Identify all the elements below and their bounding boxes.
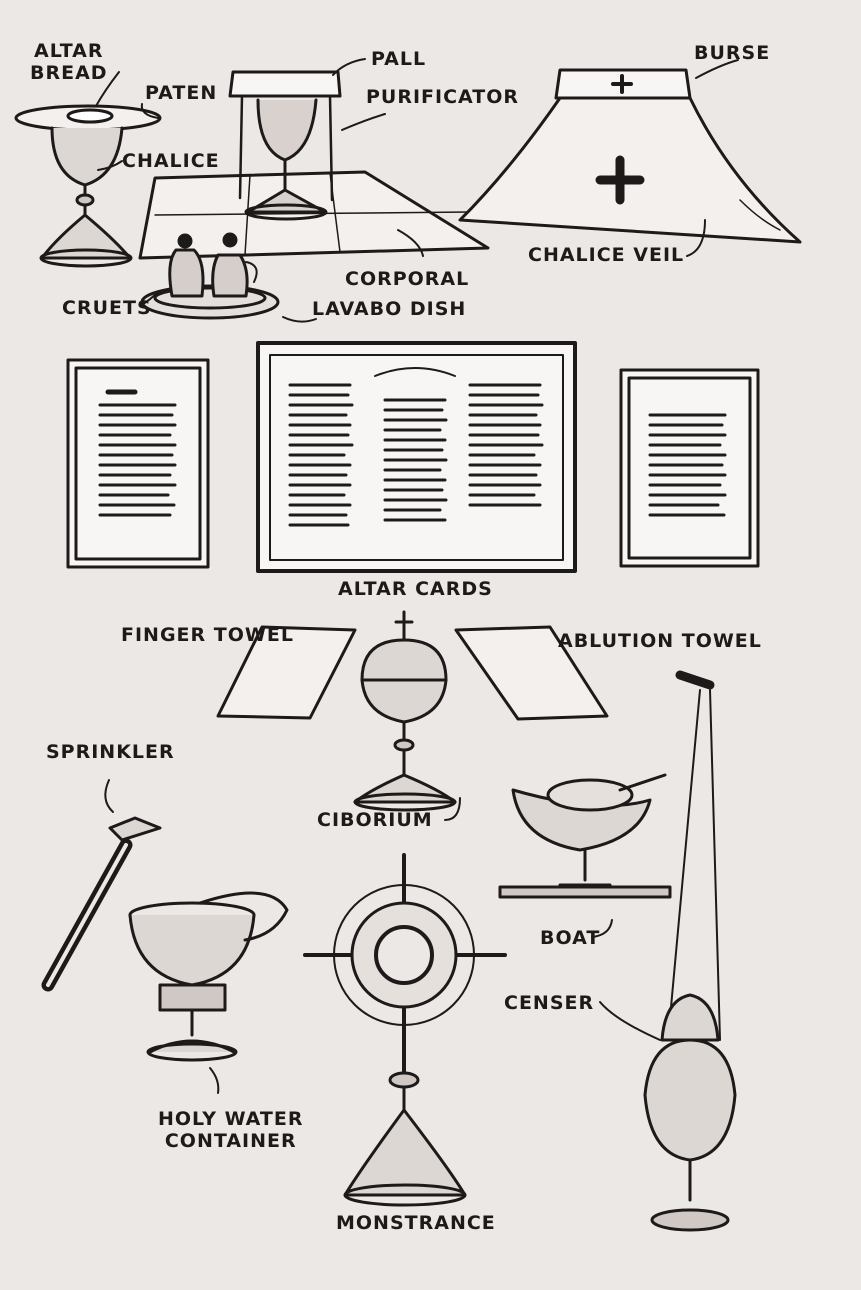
altar-card-center — [256, 341, 577, 573]
monstrance — [303, 853, 507, 1207]
label-altar-bread: ALTAR BREAD — [30, 40, 108, 84]
ablution-towel — [454, 625, 609, 721]
label-chalice: CHALICE — [122, 150, 220, 172]
label-pall: PALL — [371, 48, 427, 70]
label-holy-water-container: HOLY WATER CONTAINER — [158, 1108, 304, 1152]
label-chalice-veil: CHALICE VEIL — [528, 244, 685, 266]
cruets-on-lavabo-dish — [140, 232, 280, 320]
label-boat: BOAT — [540, 927, 601, 949]
label-burse: BURSE — [694, 42, 771, 64]
label-censer: CENSER — [504, 992, 595, 1014]
incense-boat — [498, 773, 672, 899]
label-altar-cards: ALTAR CARDS — [338, 578, 493, 600]
label-monstrance: MONSTRANCE — [336, 1212, 496, 1234]
holy-water-container — [128, 891, 289, 1062]
label-leader-lines — [95, 58, 739, 1094]
chalice-with-paten — [14, 104, 162, 268]
label-cruets: CRUETS — [62, 297, 152, 319]
sprinkler — [41, 816, 162, 992]
altar-card-right — [619, 368, 760, 568]
altar-card-left — [66, 358, 210, 569]
label-purificator: PURIFICATOR — [366, 86, 520, 108]
ciborium — [353, 610, 457, 812]
label-corporal: CORPORAL — [345, 268, 470, 290]
corporal-cloth — [138, 170, 490, 260]
label-finger-towel: FINGER TOWEL — [121, 624, 294, 646]
chalice-veil-with-burse — [458, 68, 802, 244]
label-lavabo-dish: LAVABO DISH — [312, 298, 467, 320]
label-ciborium: CIBORIUM — [317, 809, 433, 831]
finger-towel — [216, 625, 357, 720]
label-ablution-towel: ABLUTION TOWEL — [558, 630, 762, 652]
chalice-with-pall — [228, 70, 342, 221]
censer — [643, 670, 737, 1232]
label-sprinkler: SPRINKLER — [46, 741, 175, 763]
label-paten: PATEN — [145, 82, 218, 104]
